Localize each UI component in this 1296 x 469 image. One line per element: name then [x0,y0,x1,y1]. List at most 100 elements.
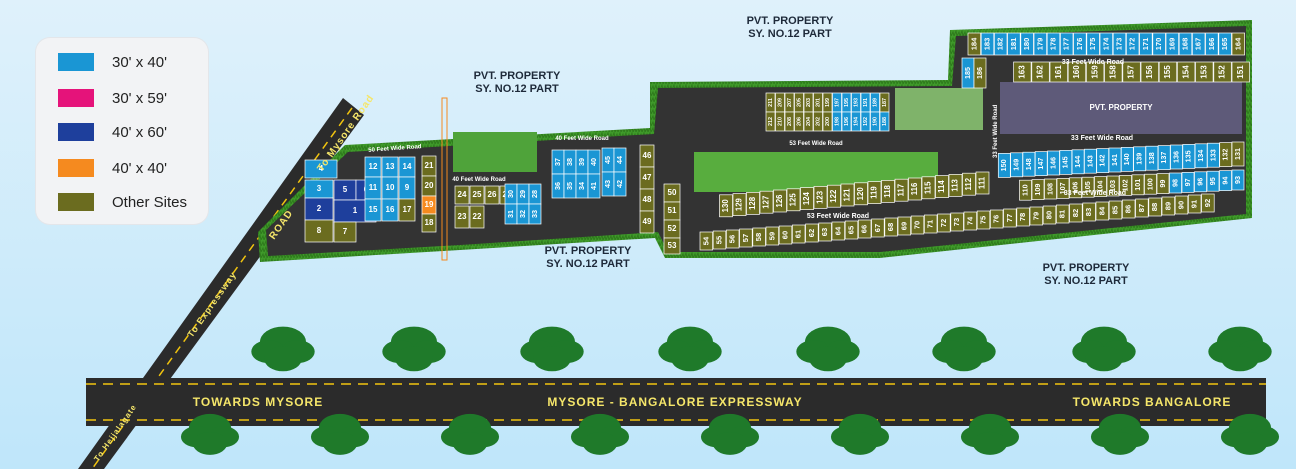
plot-148[interactable]: 148 [1022,151,1036,177]
plot-174[interactable]: 174 [1099,32,1113,56]
plot-79[interactable]: 79 [1029,206,1043,226]
plot-150[interactable]: 150 [997,153,1011,178]
plot-157[interactable]: 157 [1122,61,1141,83]
plot-7[interactable]: 7 [333,221,357,243]
plot-39[interactable]: 39 [575,149,589,175]
plot-153[interactable]: 153 [1195,61,1214,83]
plot-18[interactable]: 18 [421,213,437,233]
plot-187[interactable]: 187 [879,92,890,113]
plot-146[interactable]: 146 [1047,150,1060,176]
plot-168[interactable]: 168 [1178,32,1193,56]
plot-166[interactable]: 166 [1205,32,1219,56]
plot-120[interactable]: 120 [854,182,868,206]
plot-97[interactable]: 97 [1181,172,1195,193]
plot-52[interactable]: 52 [663,219,681,239]
plot-80[interactable]: 80 [1042,205,1057,225]
plot-21[interactable]: 21 [421,155,437,177]
plot-130[interactable]: 130 [719,194,733,218]
plot-211[interactable]: 211 [765,92,776,113]
plot-116[interactable]: 116 [908,177,922,201]
plot-103[interactable]: 103 [1106,175,1120,197]
plot-202[interactable]: 202 [813,111,823,132]
plot-123[interactable]: 123 [813,186,828,209]
plot-198[interactable]: 198 [832,111,842,132]
plot-61[interactable]: 61 [792,224,806,244]
plot-63[interactable]: 63 [818,222,832,242]
plot-125[interactable]: 125 [786,188,801,212]
plot-128[interactable]: 128 [746,192,760,215]
plot-201[interactable]: 201 [813,92,823,113]
plot-29[interactable]: 29 [516,183,530,205]
plot-137[interactable]: 137 [1157,145,1171,170]
plot-155[interactable]: 155 [1158,61,1178,83]
plot-46[interactable]: 46 [639,144,655,168]
plot-191[interactable]: 191 [860,92,871,113]
plot-204[interactable]: 204 [803,111,814,132]
plot-178[interactable]: 178 [1046,32,1061,56]
plot-169[interactable]: 169 [1165,32,1179,56]
plot-81[interactable]: 81 [1056,204,1070,224]
plot-43[interactable]: 43 [601,171,615,197]
plot-40[interactable]: 40 [587,149,601,175]
plot-107[interactable]: 107 [1056,178,1070,199]
plot-209[interactable]: 209 [775,92,785,113]
plot-193[interactable]: 193 [851,92,861,113]
plot-34[interactable]: 34 [575,173,589,199]
plot-56[interactable]: 56 [726,229,740,249]
plot-115[interactable]: 115 [921,176,936,200]
plot-118[interactable]: 118 [881,180,895,203]
plot-131[interactable]: 131 [1231,141,1245,167]
plot-74[interactable]: 74 [963,211,977,231]
plot-144[interactable]: 144 [1071,149,1085,175]
plot-88[interactable]: 88 [1148,197,1162,217]
plot-84[interactable]: 84 [1095,201,1109,221]
plot-33[interactable]: 33 [528,203,542,225]
plot-205[interactable]: 205 [794,92,804,113]
plot-13[interactable]: 13 [381,156,399,178]
plot-50[interactable]: 50 [663,183,681,203]
plot-14[interactable]: 14 [398,156,416,178]
plot-106[interactable]: 106 [1069,177,1082,199]
plot-77[interactable]: 77 [1003,208,1017,228]
plot-93[interactable]: 93 [1231,169,1245,191]
plot-190[interactable]: 190 [870,111,880,132]
plot-172[interactable]: 172 [1126,32,1140,56]
plot-182[interactable]: 182 [994,32,1008,56]
plot-147[interactable]: 147 [1034,151,1048,176]
plot-89[interactable]: 89 [1161,196,1175,216]
plot-68[interactable]: 68 [884,217,898,237]
plot-192[interactable]: 192 [860,111,871,132]
plot-28[interactable]: 28 [528,183,542,205]
plot-92[interactable]: 92 [1201,193,1215,213]
plot-134[interactable]: 134 [1194,143,1208,169]
plot-73[interactable]: 73 [950,212,964,232]
plot-108[interactable]: 108 [1044,178,1057,200]
plot-16[interactable]: 16 [381,198,399,222]
plot-35[interactable]: 35 [563,173,577,199]
plot-165[interactable]: 165 [1218,32,1232,56]
plot-75[interactable]: 75 [976,210,991,230]
plot-184[interactable]: 184 [967,32,981,56]
plot-203[interactable]: 203 [803,92,814,113]
plot-32[interactable]: 32 [516,203,530,225]
plot-48[interactable]: 48 [639,188,655,212]
plot-197[interactable]: 197 [832,92,842,113]
plot-199[interactable]: 199 [822,92,833,113]
plot-42[interactable]: 42 [613,171,627,197]
plot-102[interactable]: 102 [1119,175,1132,196]
plot-17[interactable]: 17 [398,198,416,222]
plot-49[interactable]: 49 [639,210,655,234]
plot-9[interactable]: 9 [398,176,416,200]
plot-189[interactable]: 189 [870,92,880,113]
plot-98[interactable]: 98 [1169,172,1182,194]
plot-83[interactable]: 83 [1082,202,1096,222]
plot-163[interactable]: 163 [1013,61,1032,83]
plot-112[interactable]: 112 [962,172,976,196]
plot-2[interactable]: 2 [304,197,334,221]
plot-140[interactable]: 140 [1120,147,1134,172]
plot-105[interactable]: 105 [1081,176,1095,198]
plot-135[interactable]: 135 [1182,144,1196,169]
plot-65[interactable]: 65 [844,220,859,240]
plot-119[interactable]: 119 [867,181,882,204]
plot-94[interactable]: 94 [1219,170,1232,191]
